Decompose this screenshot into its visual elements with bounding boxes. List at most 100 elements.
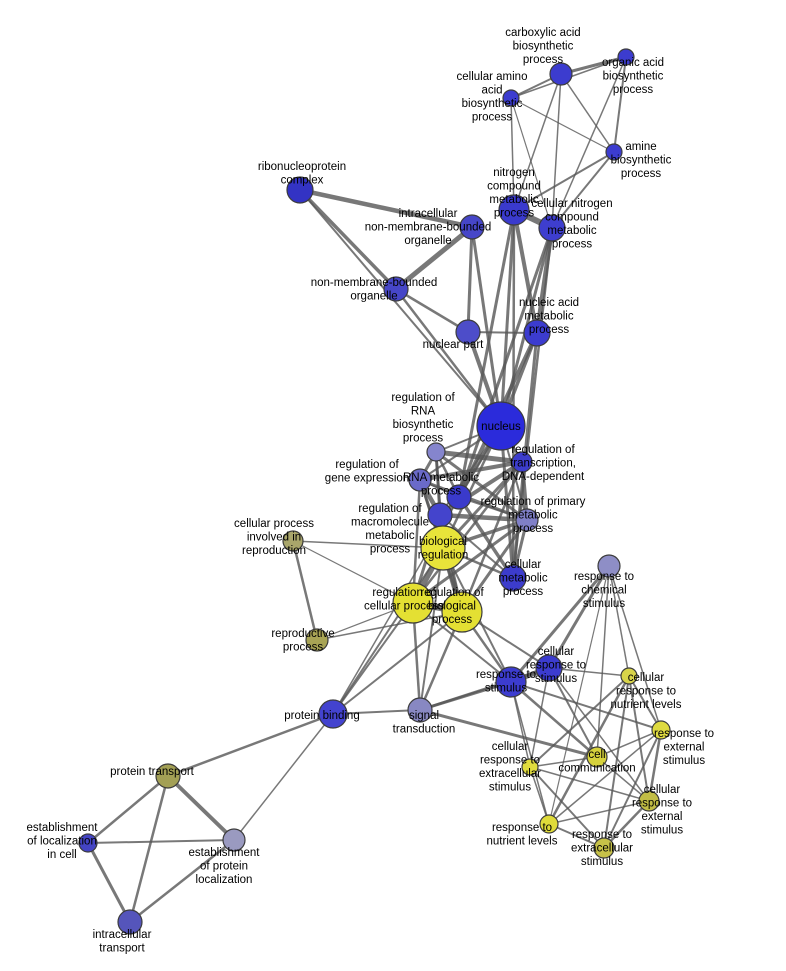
node-cell_proc_repro[interactable]: [282, 530, 304, 552]
edge-layer: [86, 55, 663, 923]
node-reg_cell_proc[interactable]: [392, 582, 434, 624]
node-intracell_transport[interactable]: [117, 909, 143, 935]
edge-resp_external--resp_extracell: [603, 729, 662, 849]
edge-resp_stim--reg_cell_proc: [412, 602, 512, 683]
node-cell_resp_extracell[interactable]: [521, 758, 539, 776]
edge-cell_resp_nutrient--resp_external: [628, 675, 662, 731]
edge-nitrogen--rna_metab: [457, 209, 516, 498]
edge-rnp--intra_org: [299, 187, 473, 230]
node-cell_nitrogen[interactable]: [538, 214, 566, 242]
node-reg_transcription[interactable]: [511, 451, 533, 473]
node-reg_bio_proc[interactable]: [441, 591, 483, 633]
edge-nitrogen--nucleus: [499, 209, 516, 427]
edge-protein_binding--estab_protein_local: [233, 713, 334, 841]
node-nmb_org[interactable]: [383, 276, 409, 302]
node-carboxylic[interactable]: [549, 62, 573, 86]
edge-nmb_org--nuclear_part: [395, 287, 469, 334]
edge-cell_resp_extracell--resp_extracell: [529, 766, 605, 849]
node-amino_acid[interactable]: [502, 89, 520, 107]
node-bio_reg[interactable]: [420, 525, 466, 571]
node-resp_extracell[interactable]: [593, 837, 615, 859]
node-resp_nutrient[interactable]: [539, 814, 559, 834]
node-reg_rna_bio[interactable]: [426, 442, 446, 462]
edge-cell_resp_extracell--cell_comm: [529, 756, 598, 768]
node-resp_external[interactable]: [651, 720, 671, 740]
node-label-nucleus: nucleus: [481, 421, 521, 433]
edge-reg_macromol--cell_metab: [439, 514, 514, 579]
node-reg_macromol[interactable]: [427, 502, 453, 528]
node-estab_protein_local[interactable]: [222, 828, 246, 852]
node-protein_binding[interactable]: [318, 699, 348, 729]
edge-resp_external--cell_resp_ext: [647, 729, 663, 802]
edge-intra_org--nuclear_part: [466, 226, 474, 333]
edge-resp_chem--resp_stim: [509, 565, 611, 683]
edge-resp_chem--resp_nutrient: [548, 565, 610, 825]
node-intra_org[interactable]: [459, 214, 485, 240]
edge-organic_acid--cell_nitrogen: [551, 56, 627, 229]
edge-cell_proc_repro--bio_reg: [292, 540, 444, 549]
node-resp_stim[interactable]: [495, 666, 527, 698]
node-amine[interactable]: [605, 143, 623, 161]
node-reg_primary[interactable]: [515, 508, 539, 532]
node-estab_local_cell[interactable]: [78, 833, 98, 853]
edge-nmb_org--nucleus: [395, 288, 502, 427]
node-cell_resp_nutrient[interactable]: [620, 667, 638, 685]
node-nucleic[interactable]: [523, 319, 551, 347]
edge-protein_binding--reg_cell_proc: [332, 602, 414, 715]
node-cell_metab[interactable]: [499, 564, 527, 592]
node-resp_chem[interactable]: [597, 554, 621, 578]
edge-cell_resp_nutrient--resp_nutrient: [547, 675, 631, 825]
node-rnp[interactable]: [286, 176, 314, 204]
node-cell_resp_ext[interactable]: [638, 790, 660, 812]
edge-reg_transcription--reg_cell_proc: [412, 461, 523, 604]
node-label-protein_binding: protein binding: [284, 710, 359, 722]
edge-resp_chem--cell_resp_stim: [547, 565, 611, 669]
edge-resp_chem--cell_resp_nutrient: [608, 565, 630, 677]
node-cell_resp_stim[interactable]: [535, 654, 563, 682]
node-organic_acid[interactable]: [617, 48, 635, 66]
node-nitrogen[interactable]: [498, 194, 530, 226]
node-label-protein_transport: protein transport: [110, 766, 195, 778]
edge-resp_chem--cell_comm: [596, 565, 610, 758]
node-nuclear_part[interactable]: [455, 319, 481, 345]
edge-cell_resp_stim--cell_comm: [548, 667, 598, 758]
node-protein_transport[interactable]: [155, 763, 181, 789]
node-rna_metab[interactable]: [446, 484, 472, 510]
edge-rna_metab--cell_metab: [457, 496, 515, 579]
node-signal_trans[interactable]: [407, 697, 433, 723]
node-repro_proc[interactable]: [305, 628, 329, 652]
edge-reg_rna_bio--reg_transcription: [435, 449, 523, 465]
node-cell_comm[interactable]: [586, 746, 608, 768]
node-nucleus[interactable]: [476, 401, 526, 451]
edge-estab_local_cell--estab_protein_local: [87, 839, 235, 844]
edge-signal_trans--cell_comm: [419, 708, 598, 759]
edge-protein_transport--intracell_transport: [128, 775, 170, 923]
node-reg_gene_expr[interactable]: [408, 468, 432, 492]
edge-amine--cell_nitrogen: [551, 151, 615, 229]
edge-amino_acid--cell_nitrogen: [510, 97, 553, 229]
